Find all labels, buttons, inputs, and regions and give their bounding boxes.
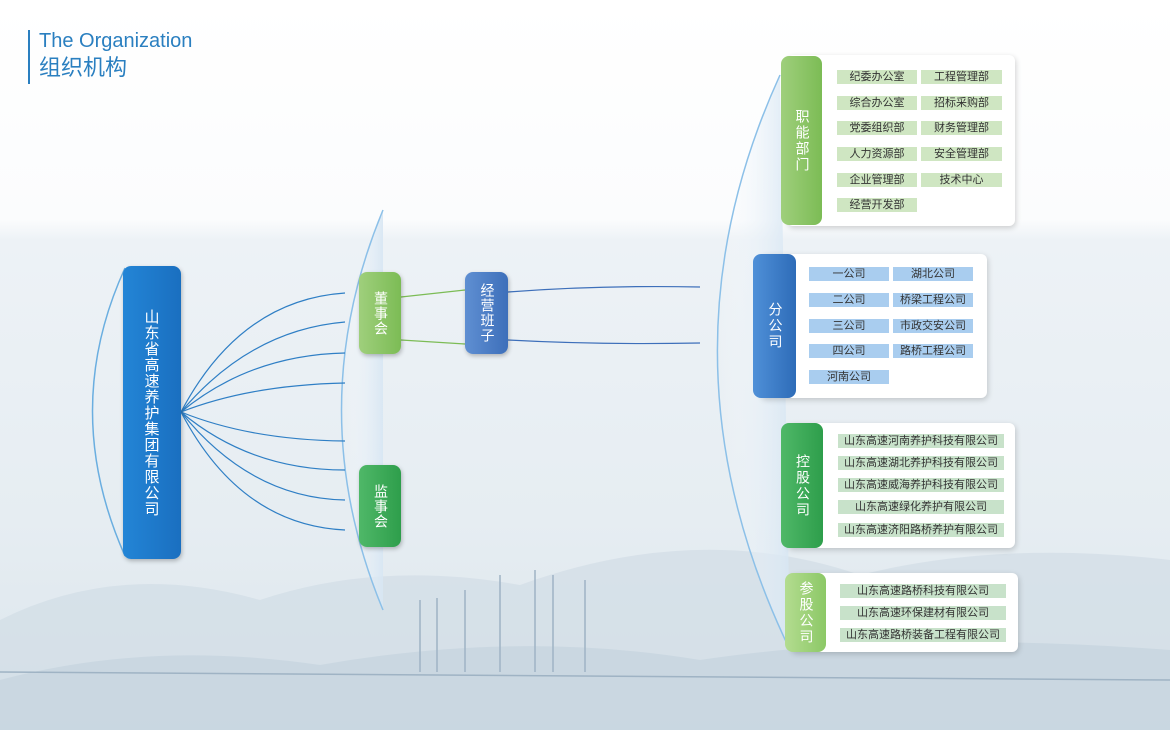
left-arc [91,267,126,557]
holding-item: 山东高速济阳路桥养护有限公司 [838,523,1004,537]
functional-item: 招标采购部 [921,96,1002,110]
page-title-cn: 组织机构 [39,56,128,81]
holding-item: 山东高速威海养护科技有限公司 [838,478,1004,492]
middle-arc [340,209,384,611]
functional-item: 纪委办公室 [837,70,917,84]
branch-item: 一公司 [809,267,889,281]
branch-item: 路桥工程公司 [893,344,973,358]
bridge-illustration [0,570,1170,681]
holding-tab: 控股公司 [781,423,823,548]
branch-item: 四公司 [809,344,889,358]
branches-tab: 分公司 [753,254,796,398]
equity-item: 山东高速路桥科技有限公司 [840,584,1006,598]
equity-item: 山东高速路桥装备工程有限公司 [840,628,1006,642]
mountain-foreground [0,642,1170,730]
holding-item: 山东高速绿化养护有限公司 [838,500,1004,514]
branch-item: 河南公司 [809,370,889,384]
branch-item: 二公司 [809,293,889,307]
management-node: 经营班子 [465,272,508,354]
holding-item: 山东高速河南养护科技有限公司 [838,434,1004,448]
functional-tab: 职能部门 [781,56,822,225]
functional-item: 经营开发部 [837,198,917,212]
functional-item: 工程管理部 [921,70,1002,84]
root-node: 山东省高速养护集团有限公司 [123,266,181,559]
functional-item: 党委组织部 [837,121,917,135]
functional-item: 安全管理部 [921,147,1002,161]
branch-item: 桥梁工程公司 [893,293,973,307]
board-node: 董事会 [359,272,401,354]
branch-item: 市政交安公司 [893,319,973,333]
functional-item: 企业管理部 [837,173,917,187]
page-title-en: The Organization [39,30,193,52]
board-links [400,289,466,345]
functional-item: 技术中心 [921,173,1002,187]
equity-item: 山东高速环保建材有限公司 [840,606,1006,620]
holding-item: 山东高速湖北养护科技有限公司 [838,456,1004,470]
root-fan-lines [180,292,346,531]
equity-tab: 参股公司 [785,573,826,652]
functional-item: 人力资源部 [837,147,917,161]
branch-item: 三公司 [809,319,889,333]
functional-item: 财务管理部 [921,121,1002,135]
management-links [507,285,701,345]
branch-item: 湖北公司 [893,267,973,281]
functional-item: 综合办公室 [837,96,917,110]
page-header: The Organization 组织机构 [28,30,192,84]
supervisors-node: 监事会 [359,465,401,547]
